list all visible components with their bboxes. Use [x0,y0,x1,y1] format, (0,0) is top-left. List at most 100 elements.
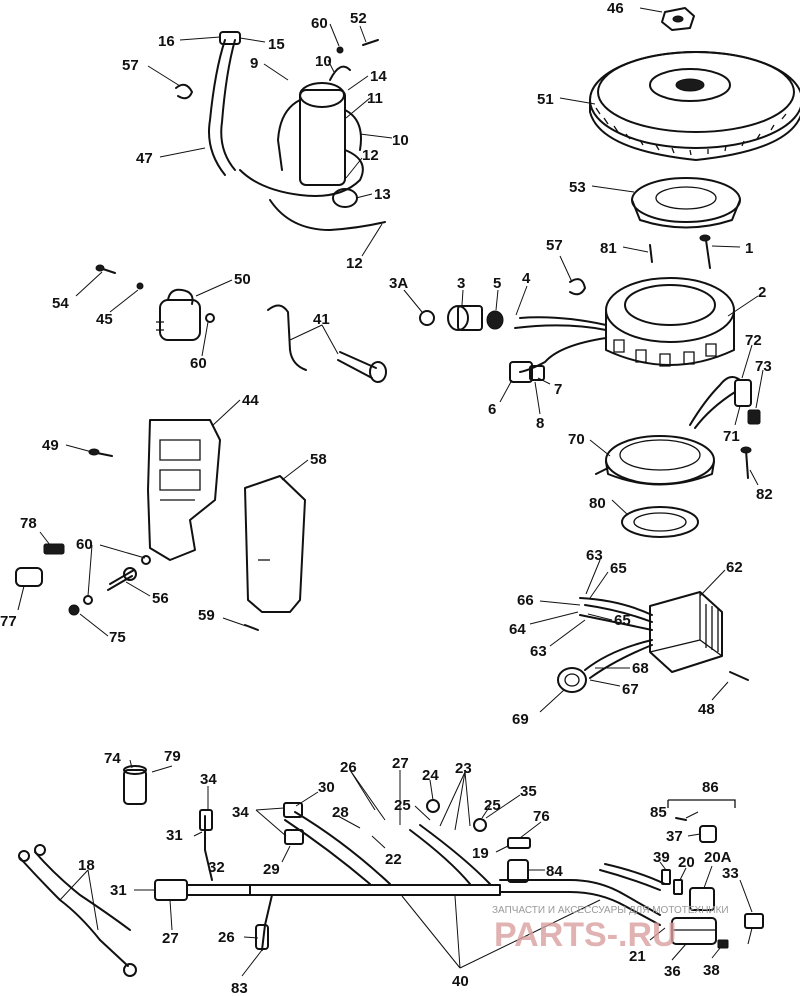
callout: 31 [166,827,183,844]
bracket-84-part [667,799,736,808]
screw-54-part [95,264,116,274]
switch-20-part [689,887,715,911]
callout: 79 [164,748,181,765]
callout: 33 [722,865,739,882]
callout: 63 [586,547,603,564]
boot-13-part [332,188,358,208]
spark-plug-lead-part [208,31,241,176]
callout: 59 [198,607,215,624]
callout: 41 [313,311,330,328]
callout: 28 [332,804,349,821]
callout: 5 [493,275,501,292]
stator-part [605,277,735,367]
rectifier-harness-part [579,597,653,679]
screw-82-part [740,446,752,479]
capacitor-74-part [123,765,147,805]
callout: 32 [208,859,225,876]
terminal-78-part [43,543,65,555]
callout: 60 [311,15,328,32]
callout: 15 [268,36,285,53]
callout: 84 [546,863,563,880]
callout: 36 [664,963,681,980]
callout: 50 [234,271,251,288]
ignition-coil-part [277,65,362,186]
callout: 3 [457,275,465,292]
washer-45-part [136,282,144,290]
cover-58-part [244,475,306,613]
callout: 75 [109,629,126,646]
washer-60b-part [205,313,215,323]
callout: 83 [231,980,248,996]
terminal-31-part [199,809,213,881]
callout: 29 [263,861,280,878]
callout: 57 [546,237,563,254]
cap-77-part [15,567,43,587]
connector-30-part [283,802,304,845]
callout: 3A [389,275,408,292]
callout: 85 [650,804,667,821]
callout: 64 [509,621,526,638]
callout: 70 [568,431,585,448]
callout: 4 [522,270,531,287]
callout: 13 [374,186,391,203]
callout: 16 [158,33,175,50]
callout: 60 [190,355,207,372]
callout: 65 [610,560,627,577]
callout: 19 [472,845,489,862]
callout: 40 [452,973,469,990]
callout: 65 [614,612,631,629]
callout: 39 [653,849,670,866]
callout: 31 [110,882,127,899]
callout: 30 [318,779,335,796]
callout: 26 [340,759,357,776]
fuse-76-part [507,837,531,849]
ring-terminal-24-part [426,799,487,832]
connector-85-part [699,825,717,843]
callout: 38 [703,962,720,979]
callout: 86 [702,779,719,796]
timer-harness-part [689,375,752,429]
callout: 9 [250,55,258,72]
callout: 52 [350,10,367,27]
callout: 8 [536,415,544,432]
callout: 48 [698,701,715,718]
screw-49-part [88,448,113,457]
callout: 35 [520,783,537,800]
callout: 25 [394,797,411,814]
coil-50-part [156,288,201,341]
connector-69-part [557,667,587,693]
flywheel-nut-part [661,7,695,31]
timer-base-part [595,435,715,486]
bracket-44-part [147,419,221,561]
connector-21-part [671,917,717,945]
callout: 49 [42,437,59,454]
stator-harness-part [514,316,607,373]
flywheel-part [589,51,800,161]
pin-37-part [661,869,683,895]
callout: 1 [745,240,753,257]
clip-73-part [747,409,761,425]
callout: 67 [622,681,639,698]
pin-86-part [675,817,687,821]
terminal-38-part [744,913,764,929]
terminal-36-part [717,939,729,949]
boot-26-part [255,894,273,951]
fuse-holder-19-part [507,859,529,883]
callout: 47 [136,150,153,167]
watermark: ЗАПЧАСТИ И АКСЕССУАРЫ ДЛЯ МОТОТЕХНИКИ PA… [492,905,729,954]
retaining-ring-part [569,278,586,296]
callout: 12 [362,147,379,164]
nut-75-part [68,604,80,616]
callout: 45 [96,311,113,328]
callout: 20A [704,849,732,866]
callout: 10 [392,132,409,149]
callout: 77 [0,613,17,630]
callout: 22 [385,851,402,868]
callout: 6 [488,401,496,418]
plug-5-part [486,310,504,330]
timer-spacer-80-part [621,506,699,538]
callout: 66 [517,592,534,609]
callout: 74 [104,750,121,767]
callout: 25 [484,797,501,814]
